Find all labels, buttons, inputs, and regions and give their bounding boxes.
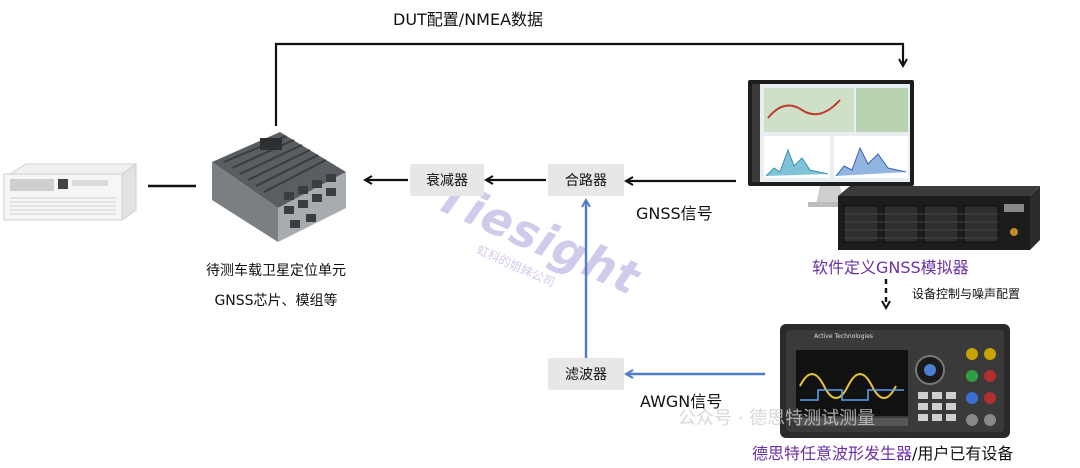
simulator-label: 软件定义GNSS模拟器 (812, 258, 969, 277)
dut-label-line2: GNSS芯片、模组等 (214, 293, 338, 309)
awgn-signal-label: AWGN信号 (640, 392, 723, 411)
social-watermark: 公众号 · 德思特测试测量 (678, 408, 876, 429)
electronic-load-device (2, 160, 140, 222)
nmea-link-label: DUT配置/NMEA数据 (393, 10, 544, 29)
filter-box: 滤波器 (548, 358, 624, 390)
dut-device (200, 122, 350, 246)
gnss-simulator-device (834, 182, 1046, 252)
combiner-box: 合路器 (548, 164, 624, 196)
awg-maker-label: Active Technologies (814, 333, 874, 340)
awg-suffix-label: /用户已有设备 (912, 444, 1014, 463)
gnss-signal-label: GNSS信号 (636, 204, 713, 223)
attenuator-box: 衰减器 (410, 164, 484, 196)
awg-instrument: Active Technologies (778, 320, 1014, 440)
dut-label-line1: 待测车载卫星定位单元 (206, 263, 346, 279)
nmea-link (274, 42, 903, 126)
pc-monitor (744, 78, 916, 210)
awg-label: 德思特任意波形发生器/用户已有设备 (752, 440, 1013, 464)
device-control-label: 设备控制与噪声配置 (912, 287, 1021, 301)
awg-brand-label: 德思特任意波形发生器 (752, 444, 913, 463)
